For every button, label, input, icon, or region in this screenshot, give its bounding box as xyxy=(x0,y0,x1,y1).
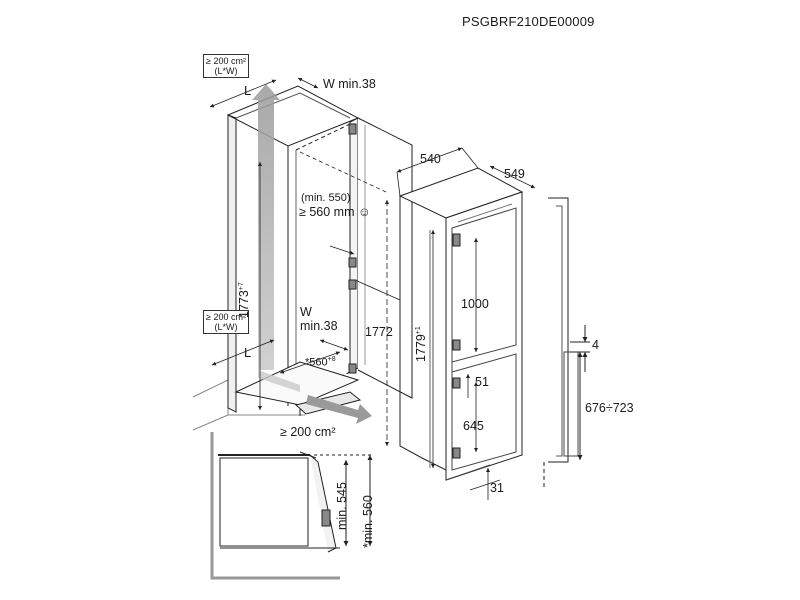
refrigerator-appliance xyxy=(398,167,524,481)
dim-1779-tolerance: +1 xyxy=(415,326,422,335)
dim-1773-value: 1773 xyxy=(237,290,252,318)
dim-1779-value: 1779 xyxy=(414,334,429,362)
vent-area-mid-line2: (L*W) xyxy=(214,322,238,332)
vent-area-top-label: ≥ 200 cm² (L*W) xyxy=(203,54,249,78)
dim-51: 51 xyxy=(475,375,489,389)
dim-W-top: W min.38 xyxy=(323,77,376,91)
document-code: PSGBRF210DE00009 xyxy=(462,14,595,29)
dim-W-bottom-value: min.38 xyxy=(300,319,338,333)
dim-1000: 1000 xyxy=(461,297,489,311)
dim-1772: 1772 xyxy=(365,325,393,339)
dim-560-tolerance: +8 xyxy=(327,356,336,363)
dim-1779: 1779+1 xyxy=(414,326,429,362)
dim-549: 549 xyxy=(504,167,525,181)
vent-area-mid-line1: ≥ 200 cm² xyxy=(206,312,246,322)
dim-W-bottom: W min.38 xyxy=(300,305,338,333)
vent-area-mid-label: ≥ 200 cm² (L*W) xyxy=(203,310,249,334)
dim-31: 31 xyxy=(490,481,504,495)
dim-560-depth: *560+8 xyxy=(305,356,336,369)
dim-1773: 1773+7 xyxy=(237,282,252,318)
vent-area-top-line1: ≥ 200 cm² xyxy=(206,56,246,66)
detail-inset xyxy=(210,432,373,580)
dim-540: 540 xyxy=(420,152,441,166)
appliance-dimensions xyxy=(396,147,536,500)
dim-min-550: (min. 550) xyxy=(301,192,351,204)
dim-L-bottom: L xyxy=(244,345,252,360)
dim-676-723: 676÷723 xyxy=(585,401,634,415)
dim-min-560: *min. 560 xyxy=(361,495,375,548)
vent-area-bottom-label: ≥ 200 cm² xyxy=(280,425,336,439)
dim-1773-tolerance: +7 xyxy=(238,282,245,291)
dim-560-value: *560 xyxy=(305,356,328,369)
vent-area-top-line2: (L*W) xyxy=(214,66,238,76)
cabinet-niche xyxy=(192,85,413,431)
dim-W-bottom-letter: W xyxy=(300,305,312,319)
cabinet-dimensions xyxy=(209,77,401,446)
dim-L-top: L xyxy=(244,83,252,98)
dim-ge-560: ≥ 560 mm ☺ xyxy=(299,205,371,219)
door-profile xyxy=(543,197,590,488)
dim-min-545: min. 545 xyxy=(335,482,349,530)
dim-645: 645 xyxy=(463,419,484,433)
dim-4: 4 xyxy=(592,338,599,352)
